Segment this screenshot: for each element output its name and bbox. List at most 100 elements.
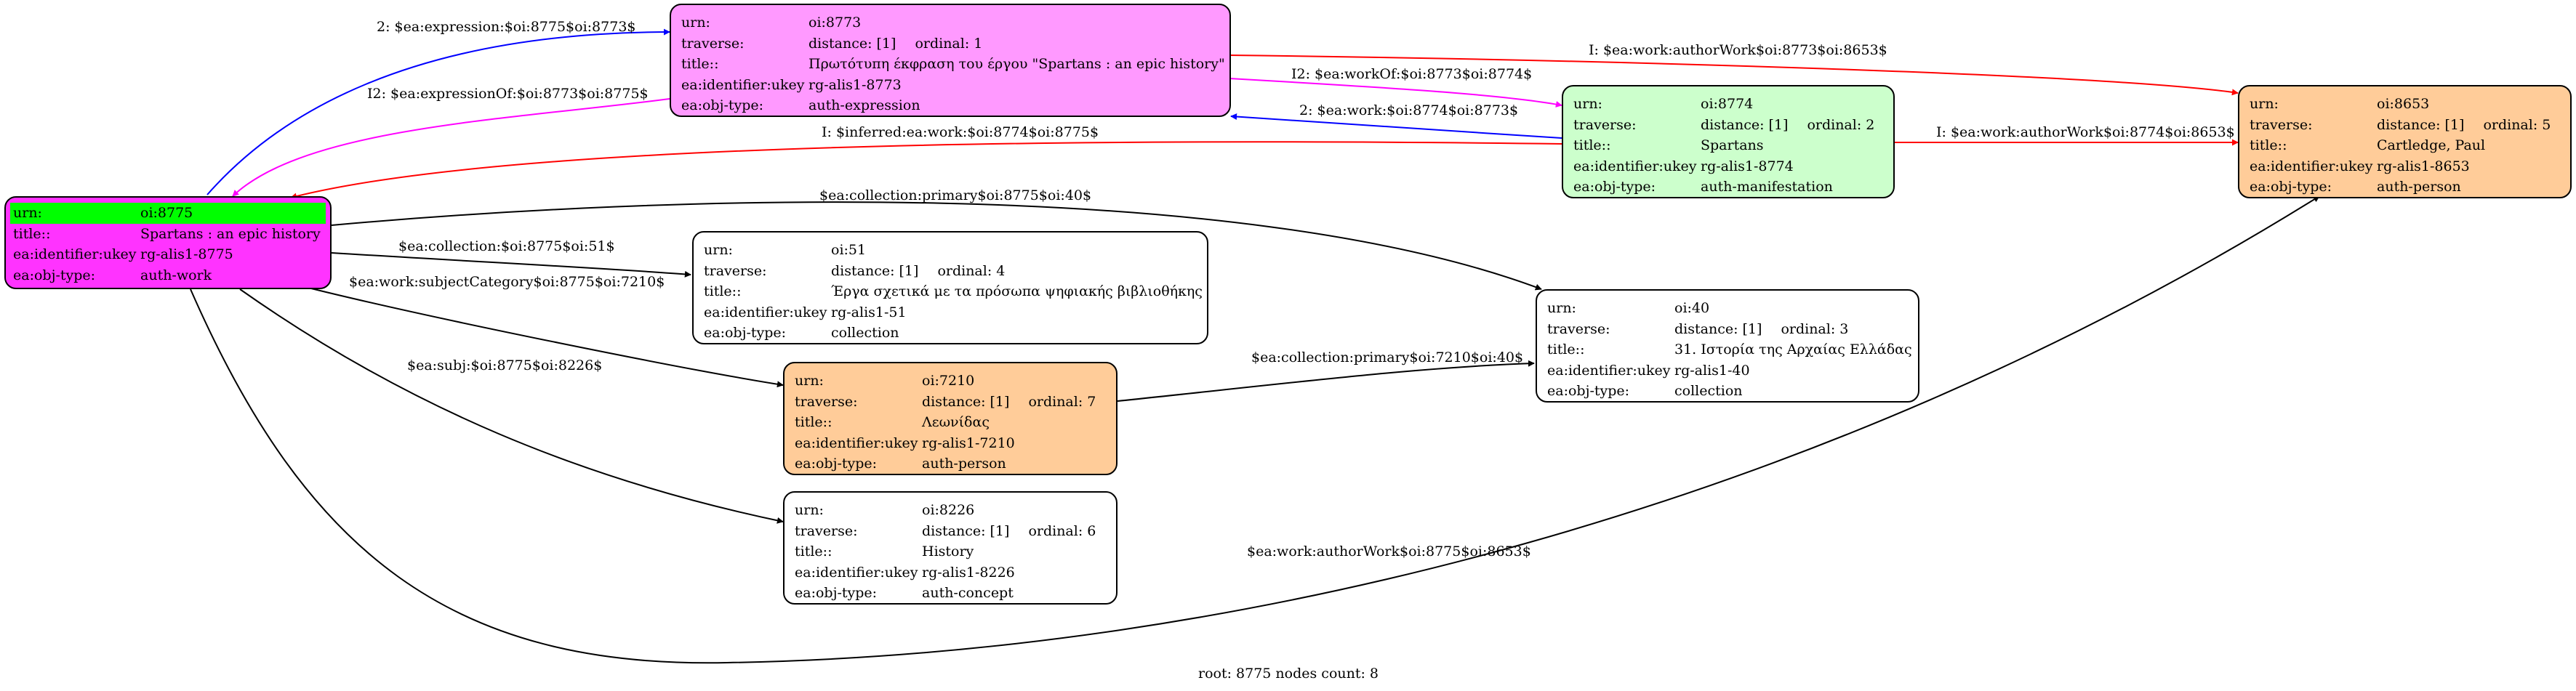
field-label: ea:obj-type: (1573, 179, 1656, 195)
field-value: oi:8775 (140, 205, 193, 221)
edge-e10 (305, 286, 784, 388)
edge-label-e13: $ea:work:authorWork$oi:8775$oi:8653$ (1247, 543, 1531, 559)
node-7210[interactable]: urn:oi:7210 traverse:distance: [1]ordina… (783, 362, 1118, 475)
field-value: auth-work (140, 267, 212, 283)
field-label: ea:identifier:ukey (1573, 158, 1697, 174)
field-label: traverse: (795, 522, 858, 539)
objtype-row: ea:obj-type:auth-person (795, 453, 1106, 474)
field-label: ea:identifier:ukey (795, 564, 918, 581)
field-value: auth-expression (808, 97, 920, 113)
edge-label-e11: $ea:collection:primary$oi:7210$oi:40$ (1251, 349, 1524, 365)
edge-e12 (239, 288, 784, 524)
field-label: ea:identifier:ukey (795, 435, 918, 451)
field-value: Cartledge, Paul (2377, 137, 2486, 153)
edge-label-e4: I2: $ea:workOf:$oi:8773$oi:8774$ (1291, 66, 1533, 82)
node-8653[interactable]: urn: oi:8653 traverse: distance: [1] ordina… (2238, 85, 2572, 198)
field-label: traverse: (2250, 116, 2313, 133)
field-label: title:: (13, 225, 51, 242)
field-label: traverse: (1573, 116, 1637, 133)
field-value: auth-manifestation (1701, 179, 1833, 195)
traverse-row: traverse:distance: [1]ordinal: 7 (795, 392, 1106, 413)
edge-label-e7: I: $ea:work:authorWork$oi:8774$oi:8653$ (1936, 124, 2235, 140)
field-value: oi:51 (831, 242, 867, 258)
field-label: ea:obj-type: (13, 267, 96, 283)
field-label: ea:identifier:ukey (13, 246, 137, 262)
field-label: urn: (2250, 96, 2279, 112)
traverse-row: traverse: distance: [1] ordinal: 6 (795, 521, 1106, 542)
field-label: ea:identifier:ukey (704, 304, 827, 320)
distance-value: distance: [1] (2377, 116, 2465, 133)
field-value: oi:7210 (922, 373, 975, 389)
ordinal-value: ordinal: 6 (1028, 522, 1096, 539)
urn-row: urn: oi:8774 (1573, 94, 1883, 115)
field-label: ea:obj-type: (1547, 383, 1630, 399)
node-8775[interactable]: urn:oi:8775 title::Spartans : an epic hi… (4, 196, 332, 289)
edge-label-e12: $ea:subj:$oi:8775$oi:8226$ (407, 357, 603, 373)
edge-label-e6: I: $inferred:ea:work:$oi:8774$oi:8775$ (822, 124, 1099, 140)
field-label: urn: (1547, 300, 1576, 316)
field-value: Λεωνίδας (922, 414, 990, 430)
objtype-row: ea:obj-type: collection (1547, 381, 1908, 402)
field-value: collection (831, 325, 899, 341)
node-51[interactable]: urn:oi:51 traverse:distance: [1]ordinal:… (692, 231, 1208, 344)
field-label: ea:obj-type: (2250, 179, 2332, 195)
field-label: title:: (2250, 137, 2287, 153)
field-label: urn: (681, 15, 710, 31)
objtype-row: ea:obj-type: auth-work (13, 265, 323, 286)
field-value: auth-concept (922, 585, 1014, 601)
edge-e4 (1229, 78, 1562, 108)
edge-label-e8: $ea:collection:primary$oi:8775$oi:40$ (819, 187, 1092, 203)
edge-label-e3: I: $ea:work:authorWork$oi:8773$oi:8653$ (1589, 42, 1887, 58)
field-value: rg-alis1-8775 (140, 246, 233, 262)
field-value: oi:8774 (1701, 96, 1754, 112)
edge-e9 (331, 252, 691, 278)
field-label: urn: (704, 242, 733, 258)
distance-value: distance: [1] (922, 522, 1010, 539)
distance-value: distance: [1] (831, 262, 919, 279)
field-value: rg-alis1-8773 (808, 76, 902, 93)
field-value: rg-alis1-7210 (922, 435, 1015, 451)
title-row: title::Έργα σχετικά με τα πρόσωπα ψηφιακ… (704, 281, 1203, 302)
edge-label-e2: I2: $ea:expressionOf:$oi:8773$oi:8775$ (367, 86, 649, 102)
field-label: urn: (795, 502, 824, 518)
field-value: collection (1674, 383, 1743, 399)
field-label: title:: (795, 543, 832, 559)
node-8773[interactable]: urn:oi:8773 traverse:distance: [1]ordina… (670, 4, 1231, 117)
objtype-row: ea:obj-type:auth-concept (795, 583, 1106, 604)
edge-e8 (331, 201, 1542, 291)
traverse-row: traverse:distance: [1]ordinal: 2 (1573, 115, 1883, 136)
field-value: oi:40 (1674, 300, 1710, 316)
edge-label-e1: 2: $ea:expression:$oi:8775$oi:8773$ (377, 19, 636, 35)
field-label: title:: (795, 414, 832, 430)
ordinal-value: ordinal: 7 (1028, 393, 1096, 410)
field-value: oi:8653 (2377, 96, 2430, 112)
edge-e1 (206, 28, 670, 195)
node-40[interactable]: urn: oi:40 traverse:distance: [1]ordinal:… (1536, 289, 1919, 403)
field-label: urn: (1573, 96, 1602, 112)
node-8226[interactable]: urn: oi:8226 traverse: distance: [1] ordina… (783, 491, 1118, 605)
field-value: auth-person (2377, 179, 2461, 195)
urn-row: urn:oi:7210 (795, 371, 1106, 392)
objtype-row: ea:obj-type: collection (704, 323, 1197, 344)
urn-row: urn: oi:8775 (10, 203, 326, 224)
distance-value: distance: [1] (922, 393, 1010, 410)
field-label: ea:identifier:ukey (1547, 362, 1671, 379)
field-value: oi:8226 (922, 502, 975, 518)
field-label: ea:identifier:ukey (2250, 158, 2373, 174)
title-row: title::31. Ιστορία της Αρχαίας Ελλάδας (1547, 339, 1912, 360)
field-label: ea:obj-type: (681, 97, 764, 113)
graph-summary: root: 8775 nodes count: 8 (1198, 666, 1379, 682)
traverse-row: traverse:distance: [1]ordinal: 3 (1547, 319, 1908, 340)
ordinal-value: ordinal: 5 (2483, 116, 2551, 133)
node-8774[interactable]: urn: oi:8774 traverse:distance: [1]ordina… (1562, 85, 1895, 198)
field-label: ea:obj-type: (704, 325, 787, 341)
field-label: urn: (13, 205, 42, 221)
objtype-row: ea:obj-type: auth-expression (681, 95, 1219, 116)
field-value: 31. Ιστορία της Αρχαίας Ελλάδας (1674, 342, 1912, 357)
ordinal-value: ordinal: 4 (937, 262, 1006, 279)
